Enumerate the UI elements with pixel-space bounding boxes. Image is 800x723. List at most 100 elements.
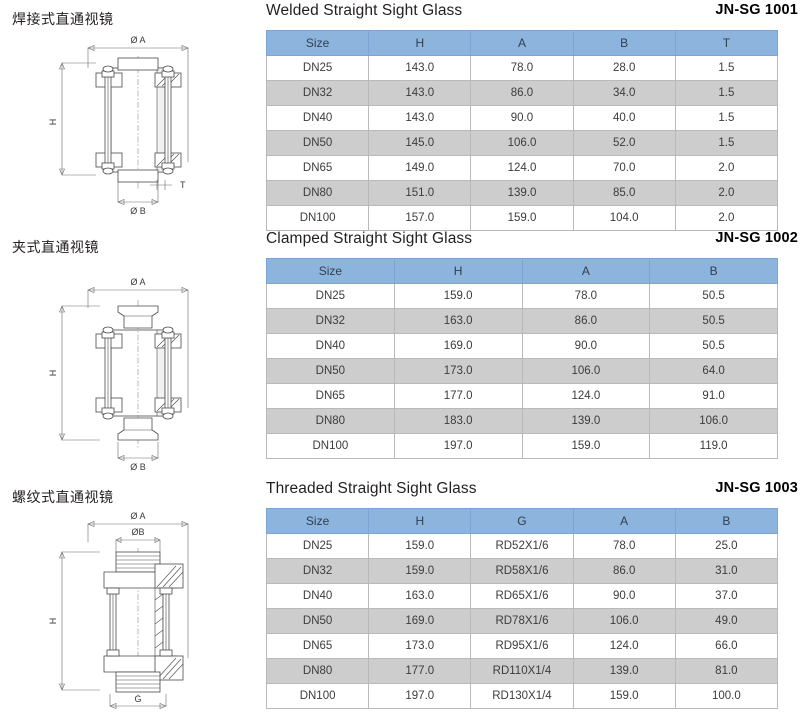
cell-h: 197.0 (368, 683, 472, 709)
cell-g: RD95X1/6 (470, 633, 574, 659)
cell-a: 159.0 (572, 683, 676, 709)
cell-t: 2.0 (674, 180, 779, 206)
col-h: H (393, 258, 523, 284)
cell-a: 106.0 (521, 358, 651, 384)
section-title-threaded: Threaded Straight Sight Glass (266, 480, 477, 497)
cell-h: 159.0 (393, 283, 523, 309)
cell-g: RD65X1/6 (470, 583, 574, 609)
cell-a: 139.0 (470, 180, 574, 206)
svg-text:Ø B: Ø B (130, 206, 146, 216)
col-g: G (470, 508, 574, 534)
table-column-clamped: Clamped Straight Sight Glass JN-SG 1002 … (262, 228, 800, 478)
table-header-threaded: Threaded Straight Sight Glass JN-SG 1003 (262, 478, 800, 508)
cell-b: 85.0 (572, 180, 676, 206)
cell-h: 143.0 (368, 80, 472, 106)
cell-b: 104.0 (572, 205, 676, 231)
cell-h: 173.0 (393, 358, 523, 384)
table-column-threaded: Threaded Straight Sight Glass JN-SG 1003… (262, 478, 800, 723)
table-header-row: Size H A B T (265, 30, 779, 56)
cell-size: DN40 (266, 333, 395, 359)
model-code-clamped: JN-SG 1002 (715, 230, 798, 246)
svg-text:T: T (180, 180, 186, 190)
svg-text:Ø A: Ø A (130, 277, 145, 287)
col-h: H (368, 30, 472, 56)
cell-size: DN65 (266, 383, 395, 409)
cell-size: DN40 (265, 105, 370, 131)
cell-a: 78.0 (470, 55, 574, 81)
cell-b: 25.0 (674, 533, 779, 559)
cell-g: RD78X1/6 (470, 608, 574, 634)
cell-size: DN100 (266, 433, 395, 459)
table-column-welded: Welded Straight Sight Glass JN-SG 1001 S… (262, 0, 800, 231)
cell-b: 50.5 (649, 333, 778, 359)
svg-text:Ø B: Ø B (130, 462, 146, 472)
model-code-welded: JN-SG 1001 (715, 2, 798, 18)
cell-h: 169.0 (393, 333, 523, 359)
cell-g: RD110X1/4 (470, 658, 574, 684)
cell-h: 159.0 (368, 558, 472, 584)
svg-text:ØB: ØB (131, 527, 144, 537)
cell-g: RD58X1/6 (470, 558, 574, 584)
cell-h: 149.0 (368, 155, 472, 181)
cell-b: 40.0 (572, 105, 676, 131)
cell-size: DN32 (266, 308, 395, 334)
cell-h: 197.0 (393, 433, 523, 459)
cell-a: 78.0 (521, 283, 651, 309)
cell-a: 106.0 (572, 608, 676, 634)
cell-a: 78.0 (572, 533, 676, 559)
clamped-sight-glass-drawing: Ø A H (0, 258, 262, 476)
cell-a: 106.0 (470, 130, 574, 156)
cell-a: 124.0 (521, 383, 651, 409)
drawing-column-threaded: 螺纹式直通视镜 Ø A ØB (0, 478, 262, 723)
col-size: Size (265, 508, 370, 534)
drawing-column-welded: 焊接式直通视镜 Ø A H (0, 0, 262, 228)
cell-b: 70.0 (572, 155, 676, 181)
cell-size: DN80 (265, 180, 370, 206)
cell-a: 86.0 (572, 558, 676, 584)
col-a: A (521, 258, 651, 284)
table-header-row: Size H A B (266, 258, 778, 284)
cell-b: 81.0 (674, 658, 779, 684)
cell-size: DN32 (265, 558, 370, 584)
cell-h: 163.0 (368, 583, 472, 609)
cell-b: 119.0 (649, 433, 778, 459)
cell-size: DN100 (265, 205, 370, 231)
cell-size: DN32 (265, 80, 370, 106)
cell-size: DN80 (266, 408, 395, 434)
cell-g: RD52X1/6 (470, 533, 574, 559)
cell-t: 1.5 (674, 55, 779, 81)
welded-sight-glass-drawing: Ø A H (0, 30, 262, 226)
cell-h: 145.0 (368, 130, 472, 156)
svg-text:G: G (134, 694, 141, 704)
cell-b: 34.0 (572, 80, 676, 106)
section-title-clamped: Clamped Straight Sight Glass (266, 230, 473, 247)
cell-size: DN40 (265, 583, 370, 609)
col-t: T (674, 30, 779, 56)
cell-a: 124.0 (470, 155, 574, 181)
svg-text:Ø A: Ø A (130, 511, 145, 521)
col-a: A (470, 30, 574, 56)
cell-h: 143.0 (368, 105, 472, 131)
cell-h: 157.0 (368, 205, 472, 231)
threaded-sight-glass-drawing: Ø A ØB H (0, 508, 262, 721)
col-h: H (368, 508, 472, 534)
cell-size: DN25 (265, 55, 370, 81)
